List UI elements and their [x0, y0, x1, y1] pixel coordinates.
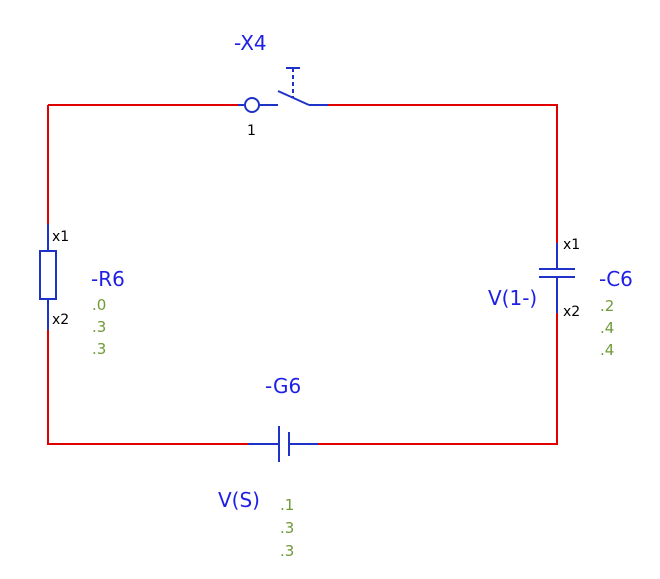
- capacitor-ref-label: -C6: [599, 267, 633, 291]
- wires: [47, 104, 558, 445]
- source-net-label: V(S): [218, 488, 260, 512]
- wire-left-lower[interactable]: [47, 330, 248, 445]
- resistor-pin-bottom-label: x2: [52, 312, 69, 328]
- capacitor-attr-2: .4: [600, 319, 614, 337]
- resistor-r6[interactable]: [39, 224, 57, 330]
- capacitor-pin-top-label: x1: [563, 237, 580, 253]
- switch-pin1-label: 1: [247, 123, 256, 139]
- source-attr-3: .3: [280, 542, 294, 560]
- resistor-ref-label: -R6: [91, 267, 125, 291]
- source-ref-label: -G6: [265, 374, 301, 398]
- capacitor-attr-1: .2: [600, 297, 614, 315]
- capacitor-c6[interactable]: [539, 243, 575, 313]
- resistor-attr-1: .0: [92, 296, 106, 314]
- switch-terminal-circle: [244, 97, 260, 113]
- switch-x4[interactable]: [238, 67, 328, 113]
- capacitor-attr-3: .4: [600, 341, 614, 359]
- switch-ref-label: -X4: [234, 31, 267, 55]
- wire-top-right[interactable]: [328, 104, 558, 243]
- resistor-attr-2: .3: [92, 318, 106, 336]
- wire-bottom-right[interactable]: [318, 313, 558, 445]
- resistor-body: [39, 250, 57, 300]
- source-attr-1: .1: [280, 496, 294, 514]
- capacitor-net-label: V(1-): [488, 286, 537, 310]
- source-attr-2: .3: [280, 519, 294, 537]
- resistor-attr-3: .3: [92, 340, 106, 358]
- capacitor-pin-bottom-label: x2: [563, 304, 580, 320]
- source-g6[interactable]: [248, 426, 318, 462]
- resistor-pin-top-label: x1: [52, 229, 69, 245]
